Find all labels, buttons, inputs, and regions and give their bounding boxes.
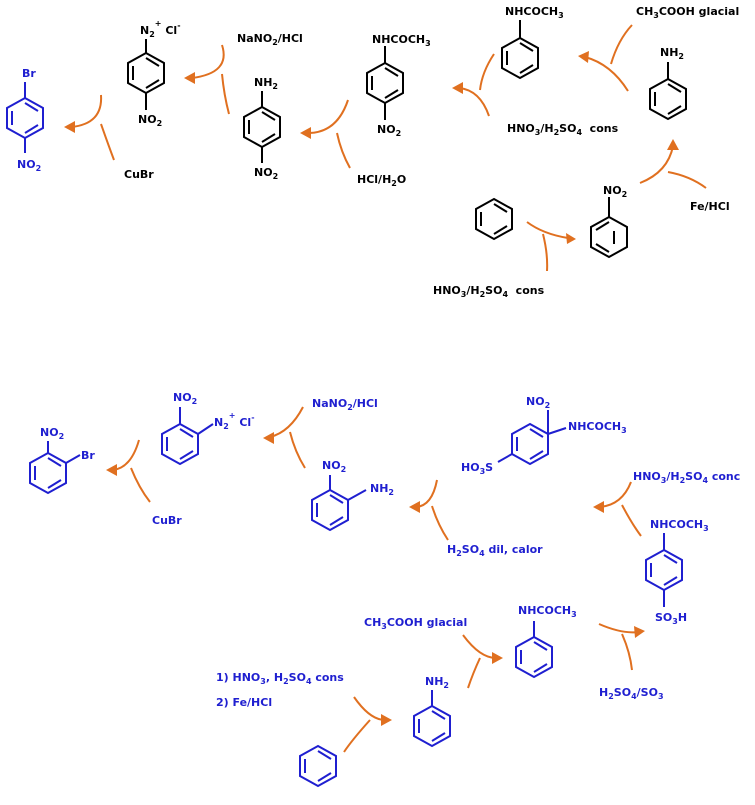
reagent-2-hydrolysis: H2SO4 dil, calor xyxy=(447,543,543,558)
aniline-nh2-label: NH2 xyxy=(660,46,684,61)
arrow-3 xyxy=(584,56,629,92)
reagent-1-acetylation: CH3COOH glacial xyxy=(636,5,739,20)
product-2-br-label: Br xyxy=(81,449,95,462)
reagent-1-hydrolysis: HCl/H2O xyxy=(357,173,406,188)
arrow-r2-1 xyxy=(353,696,386,721)
nitro-sulfonated-ho3s-label: HO3S xyxy=(461,461,493,476)
arrow-r2-3 xyxy=(598,623,639,634)
route-1: NO2 NH2 NHCOCH3 xyxy=(6,5,739,299)
route-2-arrowheads xyxy=(106,432,645,726)
reagent-2-sulfonation: H2SO4/SO3 xyxy=(599,686,664,701)
reagent-2-step-2: 2) Fe/HCl xyxy=(216,696,272,709)
product-2-no2-label: NO2 xyxy=(40,426,64,441)
nitro-label: NO2 xyxy=(603,184,627,199)
p-nitroaniline-no2-label: NO2 xyxy=(254,166,278,181)
arrow-1 xyxy=(526,221,569,239)
nitro-sulfonated-acetanilide xyxy=(497,410,567,466)
arrow-7 xyxy=(70,94,103,128)
route-1-arrowheads xyxy=(64,51,679,244)
nitro-sulfonated-nh-label: NHCOCH3 xyxy=(568,420,627,435)
p-nitroaniline xyxy=(243,91,281,163)
o-bromonitrobenzene xyxy=(29,441,81,495)
route-1-arrows xyxy=(70,24,707,272)
arrow-2 xyxy=(639,145,674,184)
sulfonated-acetanilide xyxy=(645,533,683,607)
reagent-1-sandmeyer: CuBr xyxy=(124,168,154,181)
arrow-5 xyxy=(307,99,349,134)
acetanilide-2-label: NHCOCH3 xyxy=(518,604,577,619)
sulfonated-so3h-label: SO3H xyxy=(655,611,687,626)
reagent-1-reduction: Fe/HCl xyxy=(690,200,730,213)
p-nitroacetanilide-no2-label: NO2 xyxy=(377,123,401,138)
route-2: NH2 NHCOCH3 NHCOCH3 SO3H xyxy=(29,391,740,788)
arrow-r2-2 xyxy=(462,634,497,659)
diazonium-1-no2-label: NO2 xyxy=(138,113,162,128)
diazonium-2-n2-label: N2+ Cl- xyxy=(214,411,255,431)
p-nitroaniline-nh2-label: NH2 xyxy=(254,76,278,91)
reagent-2-step-1: 1) HNO3, H2SO4 cons xyxy=(216,671,344,686)
nitrobenzene xyxy=(590,197,628,259)
o-nitroaniline xyxy=(311,475,367,532)
o-nitroaniline-no2-label: NO2 xyxy=(322,459,346,474)
benzene-1 xyxy=(475,197,513,241)
product-1-br-label: Br xyxy=(22,67,36,80)
reagent-1-nitration: HNO3/H2SO4 cons xyxy=(433,284,545,299)
acetanilide-2 xyxy=(515,621,553,679)
acetanilide-label: NHCOCH3 xyxy=(505,5,564,20)
sulfonated-nh-label: NHCOCH3 xyxy=(650,518,709,533)
aniline-1 xyxy=(649,62,687,121)
reagent-2-nitration: HNO3/H2SO4 conc xyxy=(633,470,740,485)
arrow-r2-6 xyxy=(269,406,304,438)
p-nitroacetanilide xyxy=(366,46,404,120)
acetanilide-1 xyxy=(501,20,539,80)
arrow-4 xyxy=(458,87,490,117)
aniline-2-nh2-label: NH2 xyxy=(425,675,449,690)
aniline-2 xyxy=(413,690,451,748)
reagent-1-nitration-2: HNO3/H2SO4 cons xyxy=(507,122,619,137)
product-1-no2-label: NO2 xyxy=(17,158,41,173)
nitro-sulfonated-no2-label: NO2 xyxy=(526,395,550,410)
arrow-r2-4 xyxy=(599,481,632,508)
p-bromonitrobenzene xyxy=(6,82,44,153)
p-nitroacetanilide-nh-label: NHCOCH3 xyxy=(372,33,431,48)
diazonium-1 xyxy=(127,39,165,110)
benzene-2 xyxy=(299,744,337,788)
reagent-2-acetylation: CH3COOH glacial xyxy=(364,616,467,631)
reagent-2-diazotization: NaNO2/HCl xyxy=(312,397,378,412)
reagent-2-sandmeyer: CuBr xyxy=(152,514,182,527)
reagent-1-diazotization: NaNO2/HCl xyxy=(237,32,303,47)
o-nitroaniline-nh2-label: NH2 xyxy=(370,482,394,497)
route-2-arrows xyxy=(112,406,642,753)
diazonium-2-no2-label: NO2 xyxy=(173,391,197,406)
diazonium-1-n2-label: N2+ Cl- xyxy=(140,19,181,39)
diazonium-2 xyxy=(161,407,214,466)
arrow-6 xyxy=(191,44,225,79)
